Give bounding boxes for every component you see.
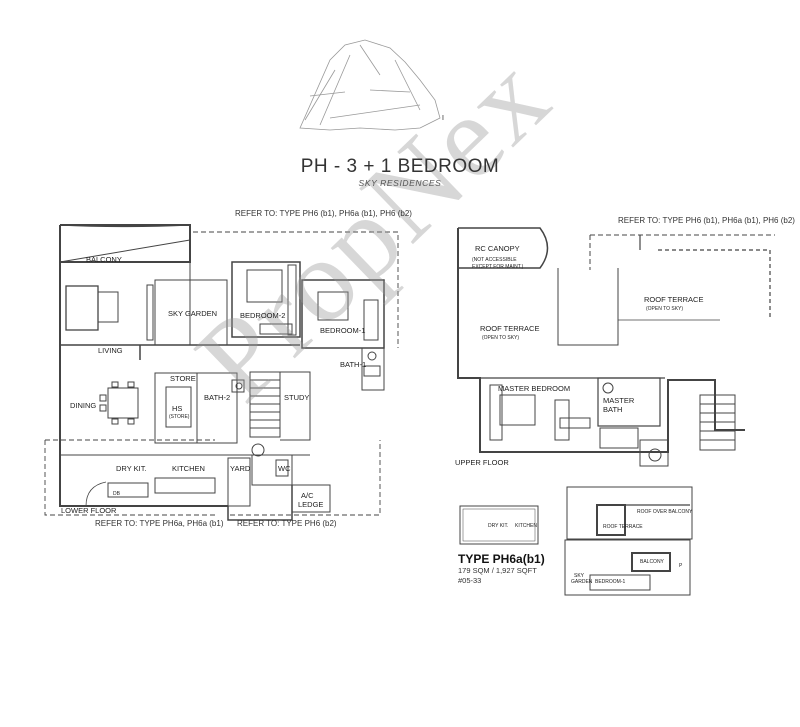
room-master-bath-1: MASTER (603, 396, 635, 405)
page-subtitle: SKY RESIDENCES (358, 178, 442, 188)
room-roof-terrace-left-note: (OPEN TO SKY) (482, 335, 520, 341)
key-b-roof-over-balcony: ROOF OVER BALCONY (637, 509, 693, 515)
key-c-p: P (679, 563, 683, 569)
room-study: STUDY (284, 393, 310, 402)
room-hs-sub: (STORE) (169, 414, 190, 420)
room-dining: DINING (70, 401, 97, 410)
key-c-balcony: BALCONY (640, 559, 664, 565)
site-key-plan (299, 39, 441, 131)
room-db: DB (113, 491, 120, 497)
key-c-sky-garden-1: SKY (574, 573, 585, 579)
room-sky-garden: SKY GARDEN (168, 309, 218, 318)
room-ac-ledge-2: LEDGE (298, 500, 324, 509)
room-hs: HS (172, 404, 183, 413)
key-b-roof-terrace: ROOF TERRACE (603, 524, 643, 530)
ref-bottom-mid: REFER TO: TYPE PH6 (b2) (237, 519, 337, 528)
room-bedroom-1: BEDROOM-1 (320, 326, 366, 335)
key-c-bedroom: BEDROOM-1 (595, 579, 626, 585)
room-ac-ledge-1: A/C (301, 491, 314, 500)
ref-top-right: REFER TO: TYPE PH6 (b1), PH6a (b1), PH6 … (618, 216, 795, 225)
page-title: PH - 3 + 1 BEDROOM (300, 156, 500, 177)
unit-type: TYPE PH6a(b1) (458, 552, 545, 566)
room-rc-canopy-note-2: EXCEPT FOR MAINT.) (472, 264, 524, 270)
unit-area: 179 SQM / 1,927 SQFT (458, 566, 537, 575)
north-marker: I (442, 115, 444, 122)
room-master-bedroom: MASTER BEDROOM (498, 384, 571, 393)
room-kitchen: KITCHEN (172, 464, 205, 473)
room-living: LIVING (98, 346, 123, 355)
room-wc: WC (278, 464, 291, 473)
room-dry-kitchen: DRY KIT. (116, 464, 147, 473)
key-c-sky-garden-2: GARDEN (571, 579, 593, 585)
upper-floor-label: UPPER FLOOR (455, 458, 509, 467)
room-roof-terrace-right-note: (OPEN TO SKY) (646, 306, 684, 312)
room-rc-canopy-note-1: (NOT ACCESSIBLE (472, 257, 517, 263)
key-a-dry-kit: DRY KIT. (488, 523, 509, 529)
room-rc-canopy: RC CANOPY (475, 244, 520, 253)
ref-top-left: REFER TO: TYPE PH6 (b1), PH6a (b1), PH6 … (235, 209, 412, 218)
room-yard: YARD (230, 464, 251, 473)
room-master-bath-2: BATH (603, 405, 623, 414)
room-roof-terrace-right: ROOF TERRACE (644, 295, 704, 304)
key-a-kitchen: KITCHEN (515, 523, 537, 529)
lower-floor-label: LOWER FLOOR (61, 506, 117, 515)
room-balcony: BALCONY (86, 255, 122, 264)
ref-bottom-left: REFER TO: TYPE PH6a, PH6a (b1) (95, 519, 224, 528)
room-roof-terrace-left: ROOF TERRACE (480, 324, 540, 333)
room-store: STORE (170, 374, 196, 383)
room-bath-2: BATH-2 (204, 393, 231, 402)
room-bedroom-2: BEDROOM-2 (240, 311, 286, 320)
unit-numbers: #05-33 (458, 576, 482, 585)
room-bath-1: BATH-1 (340, 360, 367, 369)
